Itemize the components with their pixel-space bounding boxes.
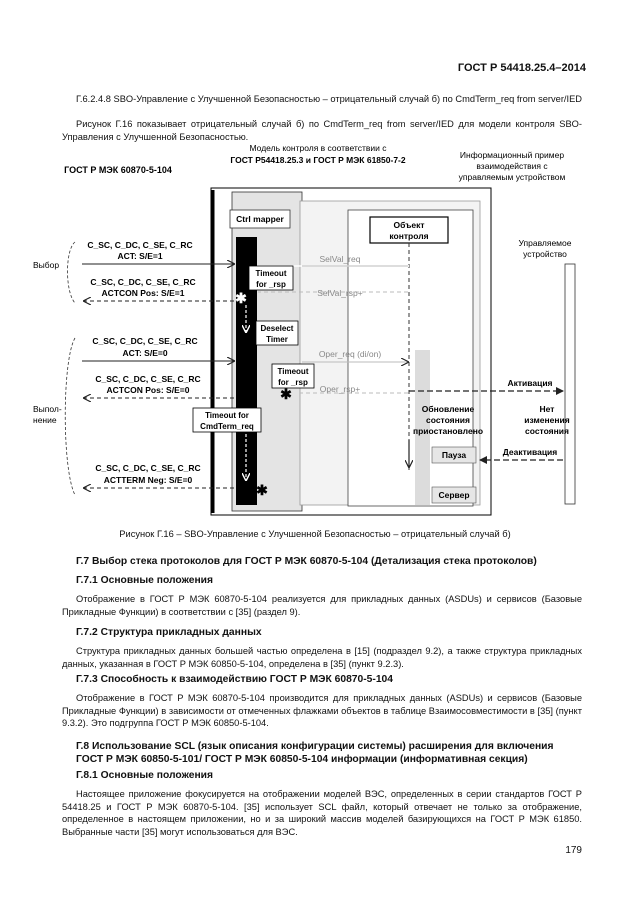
title-example-1: Информационный пример [460,150,564,160]
diagram-label: ✱ [256,482,268,498]
title-iec104: ГОСТ Р МЭК 60870-5-104 [64,165,172,175]
page-number: 179 [565,845,582,856]
control-object-label-1: Объект [393,220,424,230]
paragraph-intro: Г.6.2.4.8 SBO-Управление с Улучшенной Бе… [76,94,583,104]
diagram-label: SelVal_req [320,254,361,264]
section-g7-title: Г.7 Выбор стека протоколов для ГОСТ Р МЭ… [76,556,537,567]
section-g8-title: Г.8 Использование SCL (язык описания кон… [76,741,554,765]
title-model-2: ГОСТ Р54418.25.3 и ГОСТ Р МЭК 61850-7-2 [230,155,405,165]
diagram-label: приостановлено [413,426,483,436]
section-g72-text: Структура прикладных данных большей част… [62,646,582,669]
diagram-label: Timeout [278,367,309,376]
diagram-label: Timer [266,335,288,344]
diagram-label: C_SC, C_DC, C_SE, C_RC [95,463,200,473]
side-label-execute-2: нение [33,415,57,425]
diagram-label: Oper_rsp+ [320,384,360,394]
diagram-label: C_SC, C_DC, C_SE, C_RC [95,374,200,384]
section-g71-title: Г.7.1 Основные положения [76,575,214,586]
diagram-label: Нет [540,404,555,414]
section-g72-title: Г.7.2 Структура прикладных данных [76,627,262,638]
diagram-label: изменения [524,415,569,425]
diagram-label: Oper_req (di/on) [319,349,382,359]
diagram-label: ✱ [280,386,292,402]
diagram-label: Активация [507,378,552,388]
diagram-label: Деактивация [503,447,558,457]
diagram-label: ✱ [235,290,247,306]
title-model-1: Модель контроля в соответствии с [249,143,387,153]
title-example-3: управляемым устройством [459,172,566,182]
diagram-label: ACT: S/E=0 [122,348,167,358]
controlled-device-label-1: Управляемое [519,238,572,248]
diagram-label: Deselect [261,324,294,333]
diagram-label: Сервер [438,490,469,500]
diagram-label: ACTCON Pos: S/E=0 [107,385,190,395]
diagram-label: C_SC, C_DC, C_SE, C_RC [87,240,192,250]
diagram-label: for _rsp [256,280,286,289]
ctrl-mapper-label: Ctrl mapper [236,214,284,224]
page-header: ГОСТ Р 54418.25.4–2014 [457,62,586,74]
section-g81-text: Настоящее приложение фокусируется на ото… [62,789,582,837]
diagram-label: SelVal_rsp+ [317,288,362,298]
paragraph-figure-ref: Рисунок Г.16 показывает отрицательный сл… [62,119,582,142]
diagram-label: Timeout [256,269,287,278]
control-object-label-2: контроля [389,231,428,241]
diagram-label: Пауза [442,450,467,460]
diagram-label: ACTCON Pos: S/E=1 [102,288,185,298]
diagram-label: C_SC, C_DC, C_SE, C_RC [92,336,197,346]
diagram-label: C_SC, C_DC, C_SE, C_RC [90,277,195,287]
side-label-select: Выбор [33,260,59,270]
section-g73-text: Отображение в ГОСТ Р МЭК 60870-5-104 про… [62,693,582,728]
figure-caption: Рисунок Г.16 – SBO-Управление с Улучшенн… [119,529,511,539]
diagram-label: Timeout for [205,411,249,420]
diagram-label: состояния [525,426,569,436]
section-g73-title: Г.7.3 Способность к взаимодействию ГОСТ … [76,674,394,685]
diagram-label: CmdTerm_req [200,422,254,431]
section-g81-title: Г.8.1 Основные положения [76,770,214,781]
controlled-device-label-2: устройство [523,249,567,259]
diagram-label: ACT: S/E=1 [117,251,162,261]
diagram-label: for _rsp [278,378,308,387]
diagram-label: Обновление [422,404,475,414]
side-label-execute-1: Выпол- [33,404,62,414]
section-g71-text: Отображение в ГОСТ Р МЭК 60870-5-104 реа… [62,594,582,617]
diagram-label: ACTTERM Neg: S/E=0 [104,475,193,485]
diagram-label: состояния [426,415,470,425]
title-example-2: взаимодействия с [476,161,548,171]
